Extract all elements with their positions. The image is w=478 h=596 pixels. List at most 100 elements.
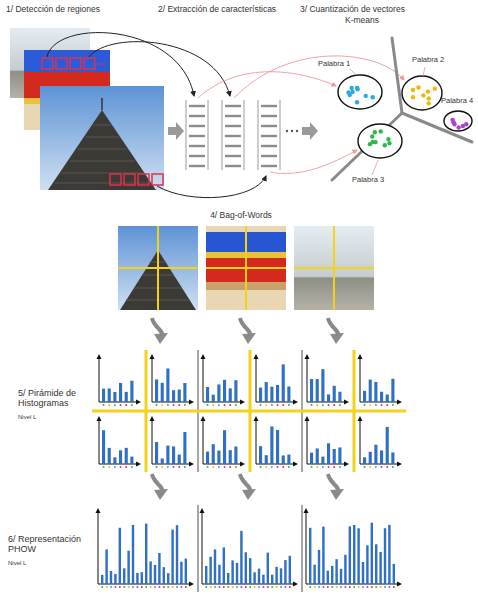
column-edge [186, 100, 187, 170]
histogram-bar [218, 565, 220, 584]
histogram-bar [327, 571, 329, 584]
ellipsis-dots [98, 63, 106, 65]
word-dot [262, 586, 264, 588]
arrow-head [330, 333, 344, 344]
word-dot [316, 404, 318, 406]
word-dot [232, 586, 234, 588]
level-note: Nivel L [18, 414, 36, 421]
histogram-bar [172, 446, 175, 464]
histogram-bar [223, 380, 226, 402]
data-point [411, 95, 415, 99]
histogram-bar [130, 381, 133, 402]
histogram-bar [331, 566, 333, 584]
histogram-bar [236, 563, 238, 584]
histogram-bar [108, 448, 111, 464]
axis-head [344, 400, 349, 405]
feature-bar [225, 155, 241, 157]
data-point [387, 141, 391, 145]
feature-bar [189, 165, 205, 167]
histogram-bar [338, 392, 341, 402]
word-dot [364, 466, 366, 468]
curved-arrow [240, 318, 250, 336]
word-dot [289, 586, 291, 588]
region-squares [42, 58, 163, 185]
feature-bar [189, 105, 205, 107]
word-dot [327, 586, 329, 588]
histogram-bar [240, 531, 242, 584]
feature-vectors [186, 100, 280, 170]
curved-arrow [240, 474, 250, 492]
histograms [96, 354, 403, 588]
word-dot [218, 586, 220, 588]
word-dot [125, 404, 127, 406]
axis-head [254, 416, 259, 421]
arrow-head [330, 489, 344, 500]
data-point [433, 86, 437, 90]
level-note: Nivel L [8, 560, 26, 567]
word-dot [271, 466, 273, 468]
histogram-bar [141, 572, 143, 584]
word-dot [328, 466, 330, 468]
thumbnails [118, 226, 374, 310]
word-dot [123, 586, 125, 588]
histogram-bar [321, 369, 324, 402]
histogram-bar [310, 453, 313, 464]
histogram-bar [125, 392, 128, 402]
word-dot [214, 586, 216, 588]
feature-bar [189, 115, 205, 117]
word-dot [161, 466, 163, 468]
histogram-bar [265, 455, 268, 464]
feature-bar [261, 115, 277, 117]
histogram-bar [333, 449, 336, 464]
axis-head [344, 462, 349, 467]
word-dot [136, 586, 138, 588]
histogram-bar [391, 452, 394, 464]
histogram-bar [102, 430, 105, 464]
word-dot [369, 404, 371, 406]
word-dot [349, 586, 351, 588]
word-dot [229, 404, 231, 406]
curved-arrow [152, 318, 162, 336]
word-dot [163, 586, 165, 588]
histogram-bar [386, 427, 389, 464]
data-point [368, 142, 372, 146]
histogram-bar [223, 430, 226, 464]
histogram-bar [265, 382, 268, 402]
y-axis [99, 357, 100, 402]
histogram-bar [119, 528, 121, 584]
histogram-bar [335, 559, 337, 584]
axis-head [293, 462, 298, 467]
step-label: 6/ Representación PHOW [8, 534, 90, 555]
word-dot [375, 404, 377, 406]
histogram-bar [316, 379, 319, 402]
word-dot [108, 404, 110, 406]
y-axis [256, 419, 257, 464]
data-point [378, 129, 382, 133]
word-dot [277, 466, 279, 468]
y-axis [202, 511, 203, 584]
word-dot [172, 586, 174, 588]
data-point [416, 85, 420, 89]
data-point [452, 122, 456, 126]
cluster-outline [338, 75, 382, 109]
histogram-bar [287, 386, 290, 402]
word-dot [271, 404, 273, 406]
y-axis [256, 357, 257, 402]
word-dot [386, 404, 388, 406]
histogram-bar [171, 530, 173, 584]
word-dot [282, 466, 284, 468]
feature-bar [261, 135, 277, 137]
region-arrows [47, 33, 266, 198]
histogram-bar [353, 525, 355, 584]
word-dot [393, 586, 395, 588]
word-dot [369, 466, 371, 468]
histogram-bar [161, 383, 164, 402]
histogram-bar [313, 565, 315, 584]
axis-head [397, 462, 402, 467]
histogram-bar [223, 547, 225, 584]
histogram-bar [114, 574, 116, 584]
word-dot [185, 586, 187, 588]
photo-stack [10, 28, 164, 190]
histogram-bar [284, 560, 286, 584]
axis-head [240, 400, 245, 405]
